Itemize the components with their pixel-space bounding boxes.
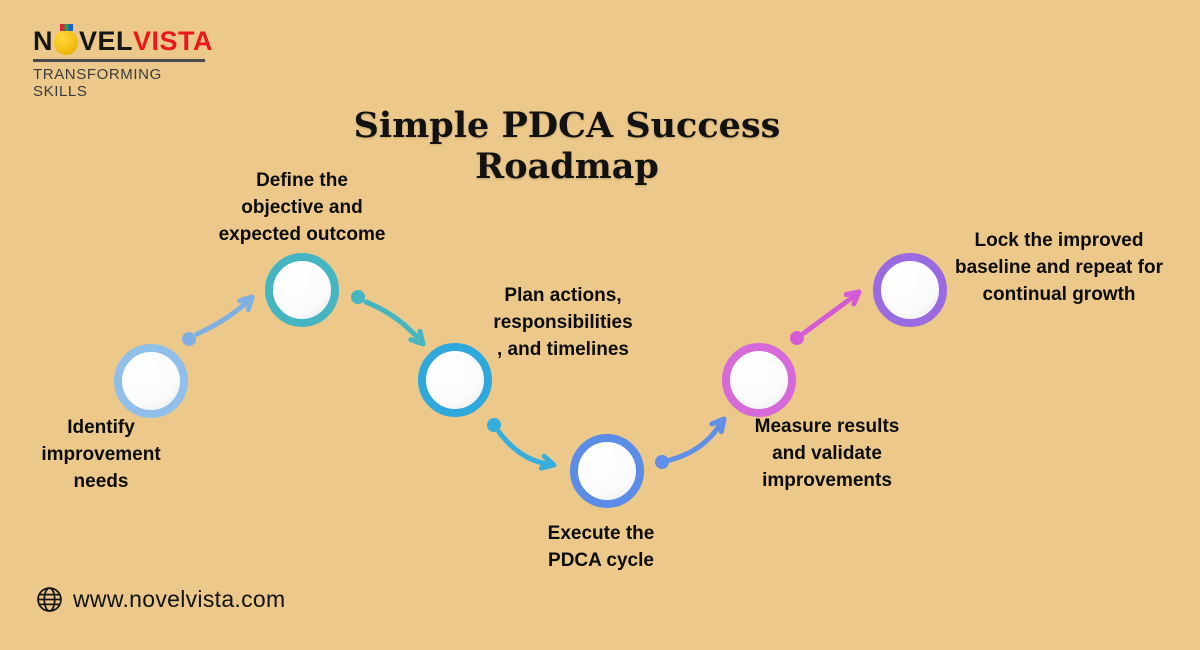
globe-icon (37, 587, 62, 612)
connector-1-arrowhead-icon (237, 294, 255, 312)
connector-3-arrowhead-icon (538, 453, 557, 471)
step-label-6: Lock the improved baseline and repeat fo… (954, 230, 1163, 305)
connector-4-start-dot (655, 455, 669, 469)
connector-1-line (194, 300, 249, 337)
step-node-4 (570, 434, 644, 508)
step-label-1: Identify improvement needs (41, 417, 161, 492)
footer: www.novelvista.com (36, 586, 285, 613)
step-label-2: Define the objective and expected outcom… (218, 170, 386, 245)
connector-2-start-dot (351, 290, 365, 304)
logo-flag-icon (60, 24, 73, 31)
connector-5-arrowhead-icon (843, 289, 862, 307)
logo-letters-vel: VEL (78, 26, 133, 56)
logo-ball-icon (54, 24, 78, 55)
logo-letter-n: N (33, 26, 53, 56)
connector-2-line (363, 299, 420, 340)
page-title: Simple PDCA Success Roadmap (353, 105, 781, 188)
step-label-4: Execute the PDCA cycle (547, 523, 655, 571)
step-node-5 (722, 343, 796, 417)
step-node-2 (265, 253, 339, 327)
logo-tagline: TRANSFORMING SKILLS (33, 65, 162, 100)
connector-5-line (801, 294, 856, 336)
connector-3-start-dot (487, 418, 501, 432)
connector-2-arrowhead-icon (408, 328, 426, 347)
step-label-5: Measure results and validate improvement… (754, 416, 900, 491)
connector-4-arrowhead-icon (709, 416, 727, 435)
connector-1-start-dot (182, 332, 196, 346)
step-node-6 (873, 253, 947, 327)
connector-5-start-dot (790, 331, 804, 345)
step-node-3 (418, 343, 492, 417)
step-node-1 (114, 344, 188, 418)
connector-3-line (496, 429, 551, 467)
connector-4-line (667, 423, 722, 463)
logo-divider (33, 59, 205, 62)
website-url: www.novelvista.com (73, 586, 286, 612)
logo-letters-vista: VISTA (132, 26, 213, 56)
step-label-3: Plan actions, responsibilities , and tim… (493, 285, 633, 360)
